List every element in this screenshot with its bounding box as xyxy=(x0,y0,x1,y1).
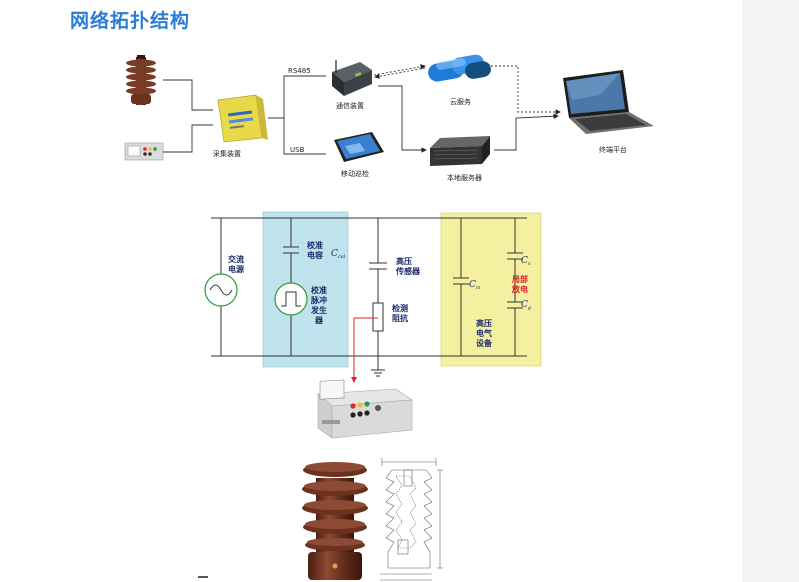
rs485-label: RS485 xyxy=(288,67,311,75)
ac-source-label: 交流 电源 xyxy=(228,254,247,274)
hv-sensor-label: 高压 传感器 xyxy=(395,256,421,276)
equipment-box xyxy=(440,212,542,367)
comm-device-icon xyxy=(332,60,372,96)
calib-pulse-label: 校准 脉冲 发生 器 xyxy=(310,285,330,325)
detect-resistor-label: 检测 阻抗 xyxy=(392,303,411,323)
insulator-sensor-icon xyxy=(126,55,156,105)
cloud-service-icon xyxy=(428,54,491,82)
decorative-dash xyxy=(198,576,208,578)
calibration-box xyxy=(262,211,349,368)
ac-source-icon xyxy=(204,273,238,307)
page-title: 网络拓扑结构 xyxy=(70,10,191,32)
hv-equipment-label: 高压 电气 设备 xyxy=(476,318,495,348)
partial-discharge-label: 局部 放电 xyxy=(511,274,531,294)
ground-icon xyxy=(371,369,385,377)
terminal-laptop-icon xyxy=(563,70,654,134)
terminal-label: 终端平台 xyxy=(599,145,627,154)
local-server-icon xyxy=(430,136,490,166)
detector-device-photo xyxy=(317,379,413,439)
cap-s-symbol: Cs xyxy=(521,256,531,267)
calib-cap-symbol: Ccal xyxy=(331,249,346,260)
usb-label: USB xyxy=(290,146,305,154)
detect-resistor-icon xyxy=(372,302,384,332)
cap-g-symbol: Cg xyxy=(521,300,531,311)
collector-device-icon xyxy=(217,94,268,143)
calib-cap-label: 校准 电容 xyxy=(307,240,326,260)
collector-label: 采集装置 xyxy=(213,149,241,158)
comm-device-label: 通信装置 xyxy=(336,101,364,110)
cloud-label: 云服务 xyxy=(450,97,471,106)
cap-m-symbol: Cm xyxy=(469,280,481,291)
local-server-label: 本地服务器 xyxy=(447,173,482,182)
pulse-generator-icon xyxy=(274,282,308,316)
insulator-technical-drawing xyxy=(380,458,443,581)
mobile-tablet-icon xyxy=(334,132,384,162)
discharge-mark-icon: × xyxy=(511,285,518,294)
right-margin-strip xyxy=(742,0,799,582)
large-insulator-photo xyxy=(302,462,368,580)
mobile-label: 移动巡检 xyxy=(341,169,369,178)
detector-device-icon xyxy=(124,142,164,161)
